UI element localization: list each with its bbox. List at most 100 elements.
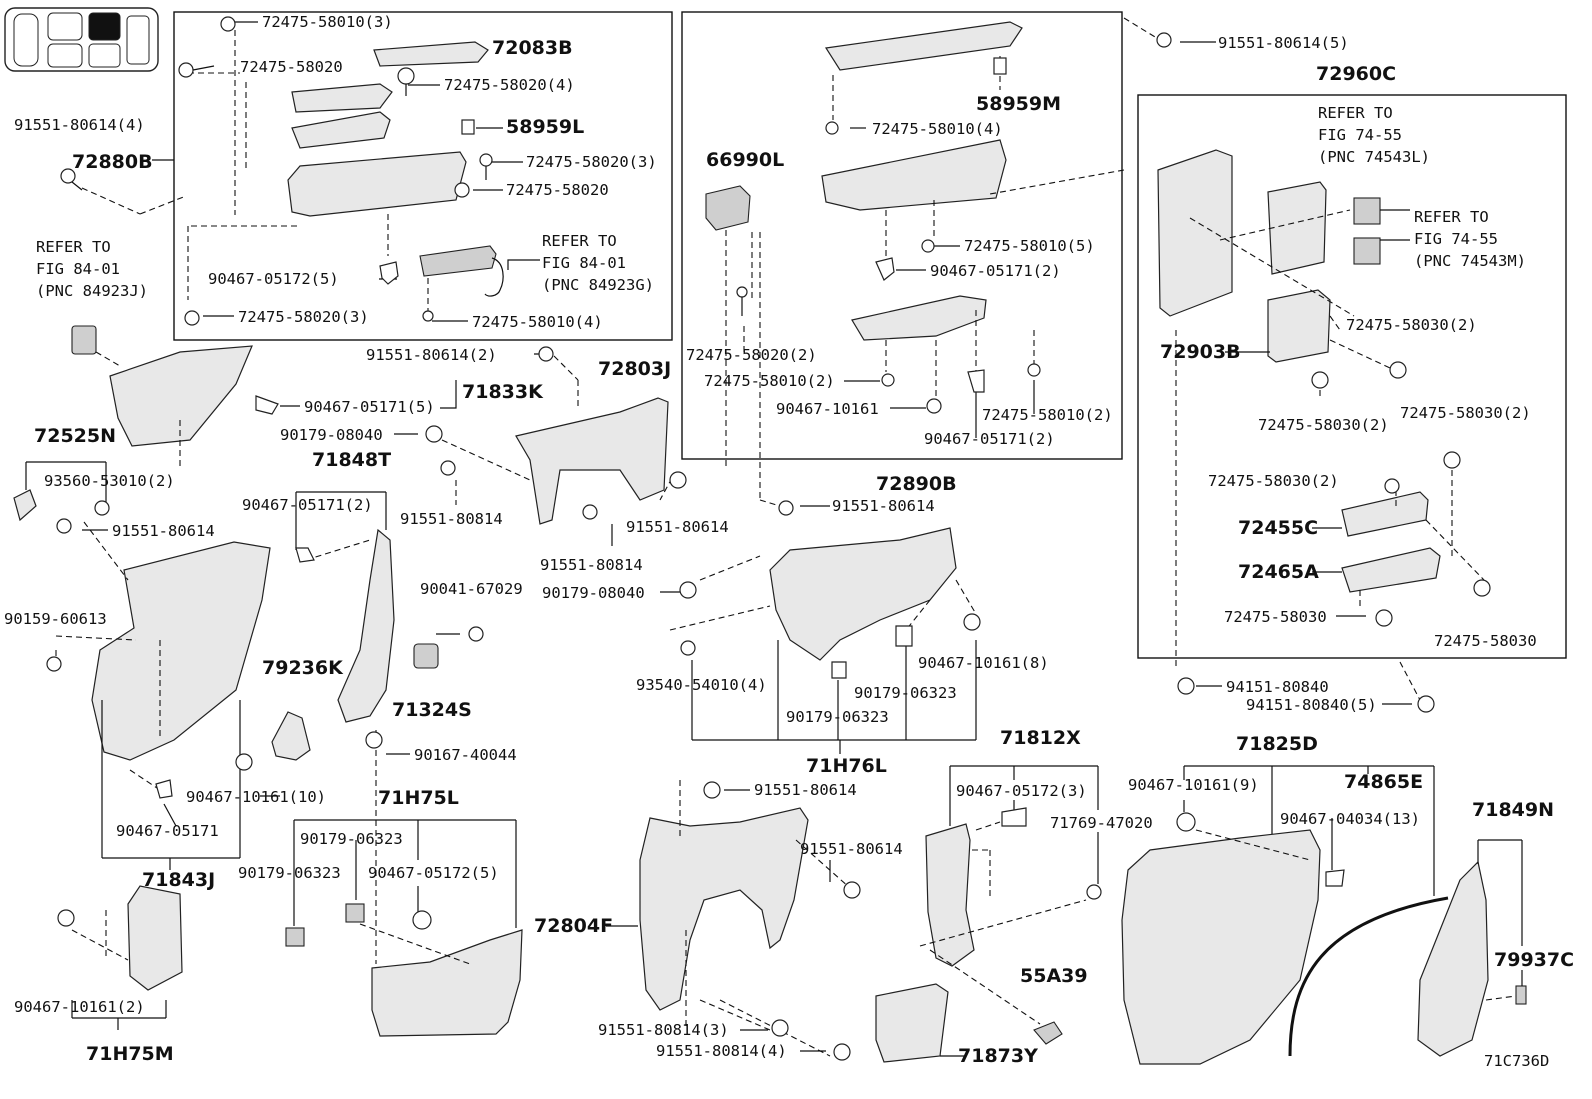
leader-lines [25, 17, 1523, 1057]
clip-90179-06323-b-shape [345, 903, 365, 923]
bracket-72960C-shape [1157, 149, 1233, 317]
label-72525N: 72525N [34, 425, 116, 447]
label-90467-05171-5: 90467-05171(5) [304, 398, 435, 416]
label-91551-80614-4: 91551-80614(4) [14, 116, 145, 134]
label-90467-10161: 90467-10161 [776, 400, 879, 418]
label-72803J: 72803J [598, 358, 671, 380]
label-91551-80814-3: 91551-80814(3) [598, 1021, 729, 1039]
panel-71H76L-shape [769, 527, 957, 661]
label-90159-60613: 90159-60613 [4, 610, 107, 628]
armrest-top-72890B-shape [824, 21, 1023, 71]
label-90179-08040-a: 90179-08040 [280, 426, 383, 444]
label-58959M: 58959M [976, 93, 1061, 115]
label-72475-58020-2: 72475-58020(2) [686, 346, 817, 364]
label-72475-58020-b: 72475-58020 [506, 181, 609, 199]
label-72083B: 72083B [492, 37, 573, 59]
label-91551-80614-e: 91551-80614 [800, 840, 903, 858]
label-71769-47020: 71769-47020 [1050, 814, 1153, 832]
switch-unit-84923G-shape [419, 245, 497, 277]
label-72475-58020-a: 72475-58020 [240, 58, 343, 76]
panel-71843J-shape [91, 541, 271, 761]
label-90179-06323-d: 90179-06323 [786, 708, 889, 726]
label-79937C: 79937C [1494, 949, 1574, 971]
label-90179-06323-b: 90179-06323 [238, 864, 341, 882]
label-90467-05172-5: 90467-05172(5) [208, 270, 339, 288]
label-72880B: 72880B [72, 151, 153, 173]
panel-71825D-shape [1121, 829, 1321, 1065]
label-90467-10161-10: 90467-10161(10) [186, 788, 326, 806]
weatherstrip-74865E-shape [1288, 896, 1449, 1057]
group-box-72960C [1137, 94, 1567, 659]
label-93540-54010-4: 93540-54010(4) [636, 676, 767, 694]
label-72804F: 72804F [534, 915, 613, 937]
bracket-72803J-shape [515, 397, 669, 525]
clip-71324S-shape [413, 643, 439, 669]
label-72475-58030-b: 72475-58030 [1434, 632, 1537, 650]
label-91551-80814-b: 91551-80814 [540, 556, 643, 574]
label-90467-10161-9: 90467-10161(9) [1128, 776, 1259, 794]
label-71843J: 71843J [142, 869, 215, 891]
label-refer-84-01-a-line1: REFER TO [36, 238, 111, 256]
trim-panel-72890B-shape [821, 139, 1007, 211]
label-55A39: 55A39 [1020, 965, 1088, 987]
label-90041-67029: 90041-67029 [420, 580, 523, 598]
label-72475-58010-4a: 72475-58010(4) [472, 313, 603, 331]
plate-72903B-shape [1267, 289, 1331, 363]
group-box-72880B [173, 11, 673, 341]
label-72475-58030-a: 72475-58030 [1224, 608, 1327, 626]
label-71849N: 71849N [1472, 799, 1554, 821]
label-71H75L: 71H75L [378, 787, 459, 809]
label-90167-40044: 90167-40044 [414, 746, 517, 764]
label-72475-58030-2d: 72475-58030(2) [1208, 472, 1339, 490]
label-72475-58030-2b: 72475-58030(2) [1258, 416, 1389, 434]
label-72903B: 72903B [1160, 341, 1241, 363]
label-79236K: 79236K [262, 657, 344, 679]
label-71812X: 71812X [1000, 727, 1081, 749]
lower-tray-72890B-shape [851, 295, 987, 341]
armrest-pad-shape [291, 83, 393, 113]
bracket-71812X-shape [925, 823, 975, 967]
label-93560-53010-2: 93560-53010(2) [44, 472, 175, 490]
diagram-code: 71C736D [1484, 1052, 1549, 1070]
label-refer-84-01-b-line3: (PNC 84923G) [542, 276, 654, 294]
label-90467-05171-2b: 90467-05171(2) [930, 262, 1061, 280]
label-91551-80614-d: 91551-80614 [754, 781, 857, 799]
label-72475-58010-2a: 72475-58010(2) [704, 372, 835, 390]
label-90467-05171-2c: 90467-05171(2) [924, 430, 1055, 448]
switch-66990L-shape [705, 185, 751, 231]
label-71848T: 71848T [312, 449, 391, 471]
label-90467-05171-a: 90467-05171 [116, 822, 219, 840]
label-90179-08040-b: 90179-08040 [542, 584, 645, 602]
panel-71833K-shape [109, 345, 253, 447]
cover-71873Y-shape [875, 983, 949, 1063]
label-72960C: 72960C [1316, 63, 1396, 85]
part-74543L-square [1353, 197, 1381, 225]
label-72475-58020-3a: 72475-58020(3) [526, 153, 657, 171]
switch-base-72880B-shape [287, 151, 467, 217]
bracket-79236K-shape [271, 711, 311, 761]
label-72455C: 72455C [1238, 517, 1318, 539]
label-72475-58030-2a: 72475-58030(2) [1346, 316, 1477, 334]
group-box-72890B [681, 11, 1123, 460]
module-74543L-shape [1267, 181, 1327, 275]
label-90467-04034-13: 90467-04034(13) [1280, 810, 1420, 828]
label-90467-05171-2a: 90467-05171(2) [242, 496, 373, 514]
clip-90179-06323-a-shape [285, 927, 305, 947]
label-refer-84-01-b-line1: REFER TO [542, 232, 617, 250]
bracket-72455C-shape [1341, 491, 1429, 537]
label-72890B: 72890B [876, 473, 957, 495]
label-90467-10161-8: 90467-10161(8) [918, 654, 1049, 672]
label-91551-80614-a: 91551-80614 [112, 522, 215, 540]
label-refer-84-01-b-line2: FIG 84-01 [542, 254, 626, 272]
label-refer-74-55-b-line3: (PNC 74543M) [1414, 252, 1526, 270]
label-94151-80840: 94151-80840 [1226, 678, 1329, 696]
label-72475-58030-2c: 72475-58030(2) [1400, 404, 1531, 422]
label-refer-74-55-b-line2: FIG 74-55 [1414, 230, 1498, 248]
label-72475-58020-4: 72475-58020(4) [444, 76, 575, 94]
label-72475-58010-3: 72475-58010(3) [262, 13, 393, 31]
label-refer-74-55-a-line2: FIG 74-55 [1318, 126, 1402, 144]
label-91551-80614-5: 91551-80614(5) [1218, 34, 1349, 52]
label-66990L: 66990L [706, 149, 784, 171]
label-refer-74-55-b-line1: REFER TO [1414, 208, 1489, 226]
